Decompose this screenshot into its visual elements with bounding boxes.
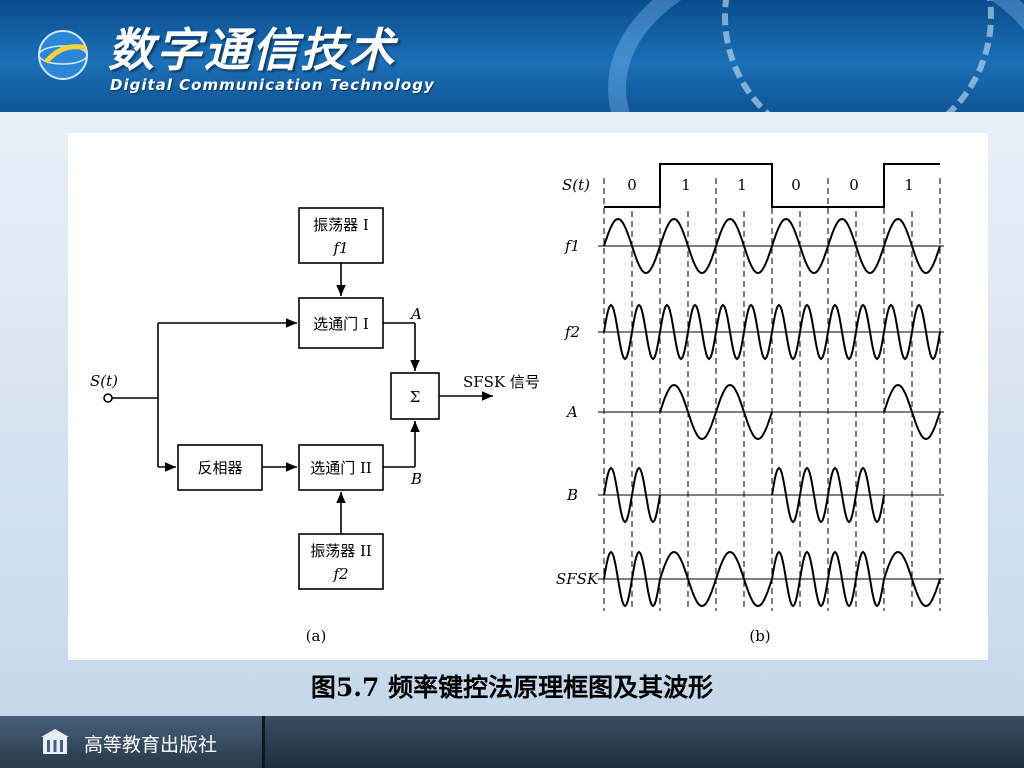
bit-4: 0 (849, 176, 859, 194)
wave-f2 (603, 303, 661, 361)
banner-title: 数字通信技术 (108, 23, 396, 77)
oscillator2-label: 振荡器 II (310, 542, 372, 560)
wave-a (715, 383, 773, 441)
wave-f2 (771, 303, 829, 361)
fsk-diagram: 振荡器 I f1 选通门 I Σ 反相器 选通门 II 振荡器 II f2 S(… (90, 163, 944, 645)
sublabel-b: (b) (749, 627, 770, 645)
publisher-panel: 高等教育出版社 (0, 716, 265, 768)
row-label-b: B (566, 486, 578, 504)
inverter-label: 反相器 (197, 459, 242, 477)
bit-1: 1 (681, 176, 691, 194)
wave-f2 (827, 303, 885, 361)
header-banner: 数字通信技术 Digital Communication Technology (0, 0, 1024, 112)
wave-a (659, 383, 717, 441)
output-label: SFSK 信号 (463, 373, 540, 391)
wave-b (603, 466, 661, 524)
row-label-st: S(t) (562, 176, 590, 194)
waveform-labels: S(t) f1 f2 A B SFSK 0 1 1 0 0 1 (b) (556, 176, 914, 645)
signal-a-label: A (409, 305, 422, 323)
wave-f2 (715, 303, 773, 361)
summer-label: Σ (410, 388, 421, 406)
wave-f1 (883, 217, 941, 275)
globe-logo-icon (38, 30, 88, 80)
wave-a (883, 383, 941, 441)
input-label: S(t) (90, 372, 118, 390)
oscillator1-label: 振荡器 I (313, 216, 369, 234)
signal-b-label: B (410, 470, 422, 488)
row-label-a: A (565, 403, 578, 421)
wave-f1 (715, 217, 773, 275)
wave-f1 (603, 217, 661, 275)
oscillator1-freq: f1 (332, 239, 348, 257)
wave-sfsk (603, 550, 661, 608)
wave-sfsk (771, 550, 829, 608)
figure-caption: 图5.7 频率键控法原理框图及其波形 (310, 673, 714, 702)
wave-f1 (827, 217, 885, 275)
wave-f2 (659, 303, 717, 361)
row-label-sfsk: SFSK (556, 570, 599, 588)
bit-3: 0 (791, 176, 801, 194)
banner-subtitle: Digital Communication Technology (110, 76, 435, 94)
gate2-label: 选通门 II (310, 459, 372, 477)
oscillator2-freq: f2 (332, 565, 348, 583)
decorative-ring (722, 0, 994, 112)
wave-f1 (659, 217, 717, 275)
wave-sfsk (715, 550, 773, 608)
baseband-waveform (604, 163, 940, 208)
wave-sfsk (659, 550, 717, 608)
wave-f2 (883, 303, 941, 361)
row-label-f2: f2 (564, 323, 580, 341)
wave-b (771, 466, 829, 524)
wave-f1 (771, 217, 829, 275)
input-terminal (103, 393, 113, 403)
publisher-name: 高等教育出版社 (84, 734, 218, 756)
waveform-plot (598, 163, 944, 611)
gate1-label: 选通门 I (313, 315, 369, 333)
publisher-logo-icon (41, 729, 69, 754)
row-label-f1: f1 (564, 237, 580, 255)
wave-sfsk (883, 550, 941, 608)
bit-5: 1 (904, 176, 914, 194)
bit-0: 0 (627, 176, 637, 194)
sublabel-a: (a) (306, 627, 327, 645)
figure-panel: 振荡器 I f1 选通门 I Σ 反相器 选通门 II 振荡器 II f2 S(… (68, 133, 988, 660)
footer-bar: 高等教育出版社 (0, 716, 1024, 768)
wave-sfsk (827, 550, 885, 608)
bit-2: 1 (737, 176, 747, 194)
wave-b (827, 466, 885, 524)
